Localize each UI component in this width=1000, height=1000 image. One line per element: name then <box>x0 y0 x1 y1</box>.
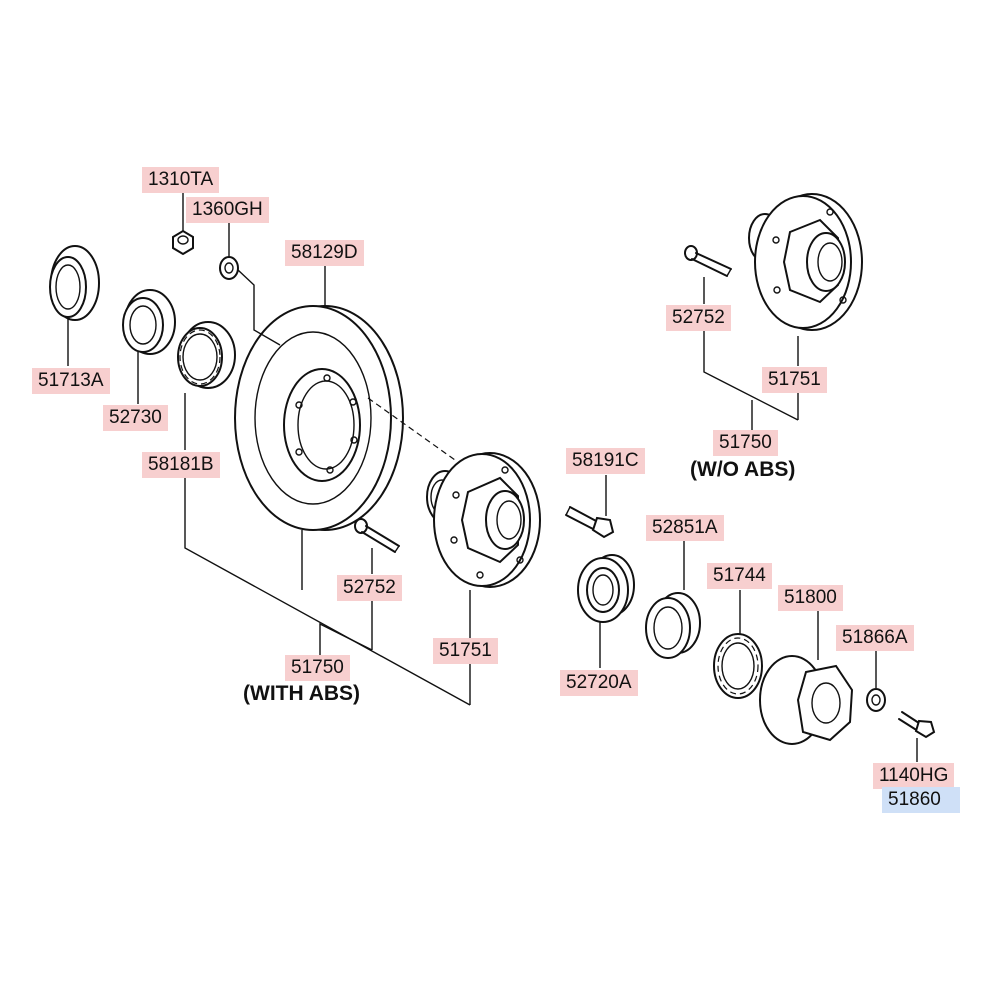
nut-1310ta-drawing <box>172 229 194 256</box>
label-1310ta[interactable]: 1310TA <box>142 167 220 193</box>
label-51860[interactable]: 51860 <box>882 787 960 813</box>
hub-bolt-52752-left-drawing <box>354 518 400 553</box>
bearing-52720a-drawing <box>577 554 635 623</box>
caption-with-abs: (WITH ABS) <box>243 682 361 705</box>
label-51750-right[interactable]: 51750 <box>713 430 778 456</box>
label-51744[interactable]: 51744 <box>707 563 772 589</box>
label-51751-left[interactable]: 51751 <box>433 638 498 664</box>
label-1140hg[interactable]: 1140HG <box>873 763 955 789</box>
label-52720a[interactable]: 52720A <box>560 670 638 696</box>
hub-cap-51800-drawing <box>759 655 854 745</box>
label-58129d[interactable]: 58129D <box>285 240 364 266</box>
label-51713a[interactable]: 51713A <box>32 368 110 394</box>
tone-ring-58181b-drawing <box>177 321 236 389</box>
washer-51866a-drawing <box>866 688 886 712</box>
spacer-52851a-drawing <box>645 592 701 659</box>
brake-disc-58129d-drawing <box>234 305 404 531</box>
label-51800[interactable]: 51800 <box>778 585 843 611</box>
hub-bolt-52752-right-drawing <box>684 245 732 277</box>
washer-1360gh-drawing <box>219 256 239 280</box>
caption-wo-abs: (W/O ABS) <box>690 458 796 481</box>
label-51751-right[interactable]: 51751 <box>762 367 827 393</box>
label-58181b[interactable]: 58181B <box>142 452 220 478</box>
label-51750-left[interactable]: 51750 <box>285 655 350 681</box>
label-52851a[interactable]: 52851A <box>646 515 724 541</box>
bolt-58191c-drawing <box>565 506 615 539</box>
bolt-1140hg-drawing <box>898 711 936 739</box>
hub-51751-left-drawing <box>426 452 541 588</box>
leader-lines <box>67 193 918 762</box>
hub-51751-right-drawing <box>748 193 863 331</box>
label-52752-left[interactable]: 52752 <box>337 575 402 601</box>
oil-seal-51713a-drawing <box>49 245 100 321</box>
label-51866a[interactable]: 51866A <box>836 625 914 651</box>
bearing-52730-drawing <box>122 289 176 355</box>
label-52752-right[interactable]: 52752 <box>666 305 731 331</box>
label-58191c[interactable]: 58191C <box>566 448 645 474</box>
label-52730[interactable]: 52730 <box>103 405 168 431</box>
label-1360gh[interactable]: 1360GH <box>186 197 269 223</box>
lock-washer-51744-drawing <box>713 633 763 699</box>
